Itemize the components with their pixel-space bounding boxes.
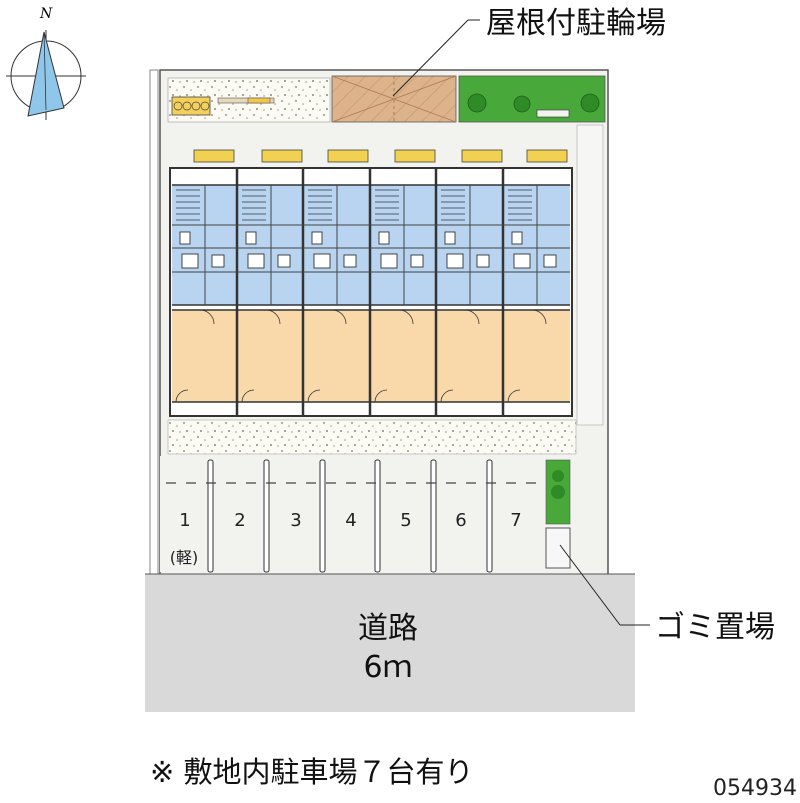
garbage-area — [545, 527, 571, 569]
garbage-callout-line — [559, 544, 621, 626]
road — [145, 574, 635, 712]
property-id: 054934 — [713, 776, 797, 801]
parking-number-7: 7 — [510, 510, 521, 531]
road-width-label: 6ｍ — [363, 650, 412, 685]
parking-count-note: ※ 敷地内駐車場７台有り — [150, 755, 474, 789]
parking-area — [160, 456, 545, 572]
tree-icons — [467, 93, 600, 113]
parking-number-4: 4 — [345, 510, 356, 531]
apartment-building — [169, 167, 573, 417]
bike-parking-label: 屋根付駐輪場 — [486, 6, 666, 41]
front-gravel — [167, 419, 577, 455]
parking-number-2: 2 — [234, 510, 245, 531]
parking-number-5: 5 — [400, 510, 411, 531]
balcony-planters — [193, 149, 568, 163]
kei-car-note: (軽) — [170, 548, 199, 567]
parking-number-1: 1 — [179, 510, 190, 531]
bike-callout-line — [392, 19, 469, 97]
north-label: N — [39, 6, 53, 22]
garbage-label: ゴミ置場 — [655, 610, 775, 645]
north-compass: N — [6, 6, 86, 120]
parking-number-3: 3 — [290, 510, 301, 531]
road-name-label: 道路 — [358, 611, 418, 646]
parking-number-6: 6 — [455, 510, 466, 531]
